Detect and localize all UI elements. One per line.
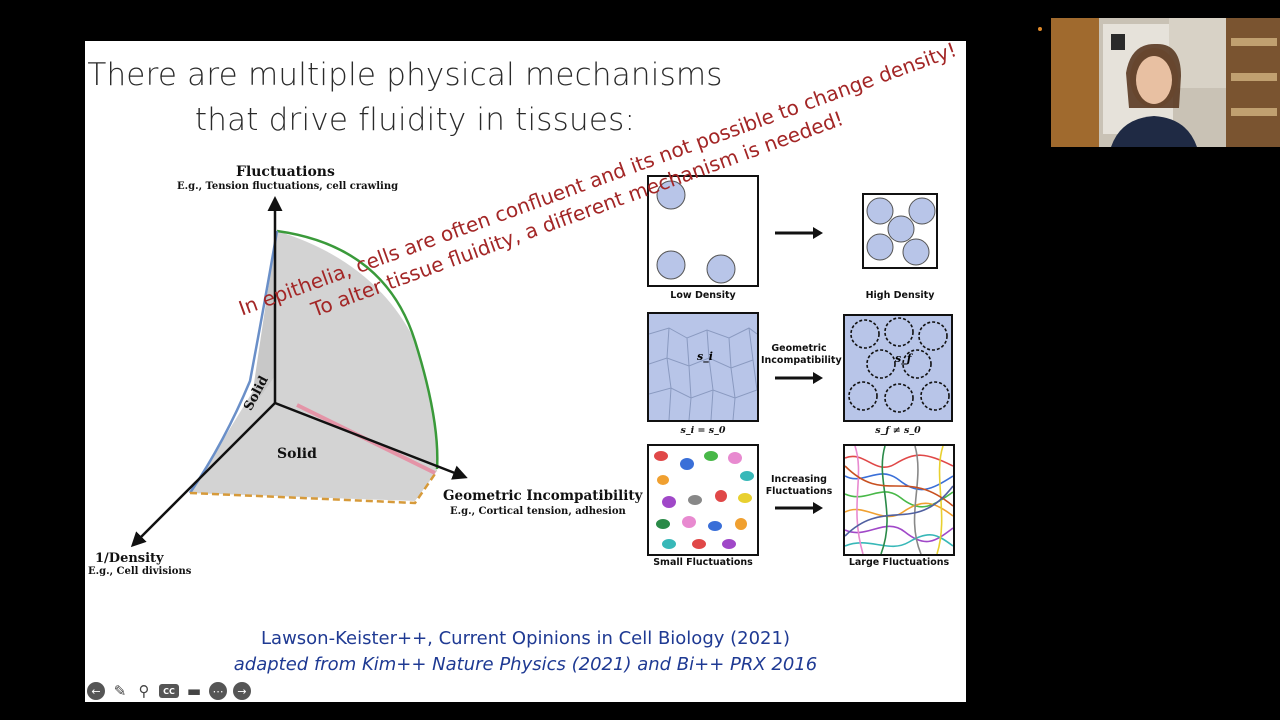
presentation-slide: There are multiple physical mechanisms t… [85, 41, 966, 702]
high-density-label: High Density [865, 290, 935, 301]
webcam-scene [1051, 18, 1280, 147]
slide-title: There are multiple physical mechanisms t… [85, 53, 725, 143]
si-tissue-panel: s_i [647, 312, 759, 422]
citation-line-1: Lawson-Keister++, Current Opinions in Ce… [261, 628, 790, 649]
geometric-arrow [775, 372, 823, 384]
fluctuation-arrow [775, 502, 823, 514]
si-cell-mesh [649, 327, 757, 420]
phase-diagram [130, 196, 468, 548]
z-axis-line [130, 402, 276, 548]
low-density-circles [656, 180, 736, 284]
title-line-2: that drive fluidity in tissues: [194, 102, 636, 138]
back-arrow-icon[interactable]: ← [87, 682, 105, 700]
si-inner-label: s_i [697, 350, 713, 363]
high-density-circles [866, 197, 936, 266]
sf-cell-mesh [848, 317, 950, 413]
small-fluctuation-blobs [654, 451, 754, 549]
x-axis-title: Geometric Incompatibility [443, 488, 643, 504]
x-axis-line [274, 401, 468, 480]
presentation-toolbar: ← ✎ ⚲ CC ▬ ⋯ → [87, 681, 251, 701]
sf-inner-label: s_f [895, 352, 912, 365]
more-icon[interactable]: ⋯ [209, 682, 227, 700]
geometric-arrow-label: Geometric Incompatibility [761, 343, 842, 366]
solid-label-front: Solid [277, 446, 317, 462]
blue-boundary [188, 230, 279, 494]
large-fluctuation-traces [845, 446, 953, 554]
video-icon[interactable]: ▬ [186, 682, 202, 700]
pen-icon[interactable]: ✎ [113, 682, 127, 700]
high-density-panel [862, 193, 938, 269]
z-axis-title: 1/Density [95, 551, 164, 566]
captions-icon[interactable]: CC [159, 684, 179, 698]
green-boundary [276, 229, 439, 470]
small-fluctuations-panel [647, 444, 759, 556]
zoom-icon[interactable]: ⚲ [138, 682, 150, 700]
fluctuation-arrow-label: Increasing Fluctuations [765, 474, 833, 497]
orange-boundary [189, 470, 439, 505]
si-label: s_i = s_0 [680, 425, 726, 436]
x-axis-subtitle: E.g., Cortical tension, adhesion [450, 506, 626, 517]
y-axis-title: Fluctuations [236, 164, 335, 180]
low-density-panel [647, 175, 759, 287]
forward-arrow-icon[interactable]: → [233, 682, 251, 700]
sf-tissue-panel: s_f [843, 314, 953, 422]
indicator-dot [1038, 27, 1042, 31]
z-axis-subtitle: E.g., Cell divisions [88, 566, 192, 577]
solid-region [190, 231, 438, 501]
large-fluctuations-label: Large Fluctuations [848, 557, 950, 568]
webcam-video[interactable] [1051, 18, 1280, 147]
low-density-label: Low Density [670, 290, 736, 301]
density-arrow [775, 227, 823, 239]
large-fluctuations-panel [843, 444, 955, 556]
sf-label: s_f ≠ s_0 [875, 425, 921, 436]
citation-line-2: adapted from Kim++ Nature Physics (2021)… [233, 654, 818, 675]
y-axis-subtitle: E.g., Tension fluctuations, cell crawlin… [177, 181, 399, 192]
title-line-1: There are multiple physical mechanisms [87, 57, 723, 93]
small-fluctuations-label: Small Fluctuations [653, 557, 753, 568]
